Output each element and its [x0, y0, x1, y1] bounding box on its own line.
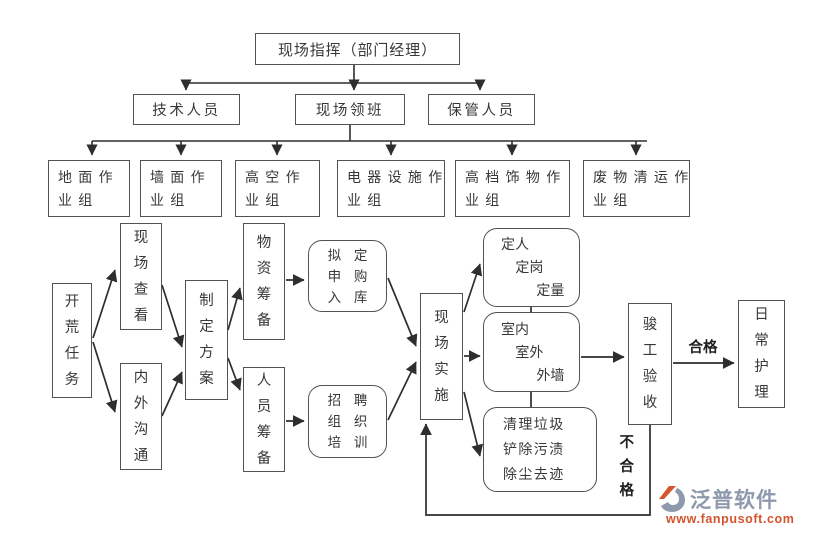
node-internal-external-communication: 内外沟通: [120, 363, 162, 470]
brand-name: 泛普软件: [690, 489, 778, 512]
brand-url: www.fanpusoft.com: [666, 512, 795, 526]
node-high-altitude-work-group: 高空作 业组: [235, 160, 320, 217]
node-wall-work-group: 墙面作 业组: [140, 160, 222, 217]
node-recruit-train: 招聘 组织 培训: [308, 385, 387, 458]
fail-feedback-path: [420, 423, 651, 516]
node-site-implementation: 现场实施: [420, 293, 463, 420]
fanpu-logo-icon: [659, 486, 685, 512]
node-site-inspection: 现场查看: [120, 223, 162, 330]
fanpu-watermark: 泛普软件 www.fanpusoft.com: [656, 484, 812, 536]
node-personnel-preparation: 人员筹备: [243, 367, 285, 472]
node-completion-acceptance: 骏工验收: [628, 303, 672, 425]
node-electrical-work-group: 电器设施作 业组: [337, 160, 445, 217]
node-decor-work-group: 高档饰物作 业组: [455, 160, 570, 217]
process-flow-arrows: [92, 263, 735, 516]
node-label: 现场领班: [315, 103, 385, 119]
node-ground-work-group: 地面作 业组: [48, 160, 130, 217]
fail-edge-label: 不合格: [619, 435, 634, 499]
node-storekeeper: 保管人员: [428, 94, 535, 125]
node-cleaning-tasks: 清理垃圾 铲除污渍 除尘去迹: [483, 407, 597, 492]
node-daily-care: 日常护理: [738, 300, 785, 408]
node-label: 现场指挥（部门经理）: [277, 41, 437, 59]
node-site-command: 现场指挥（部门经理）: [255, 33, 460, 65]
node-indoor-outdoor-walls: 室内 室外 外墙: [483, 312, 580, 392]
node-fixed-staff-post-quota: 定人 定岗 定量: [483, 228, 580, 307]
node-label: 技术人员: [152, 103, 221, 119]
node-technical-staff: 技术人员: [133, 94, 240, 125]
node-purchase-storage: 拟定 申购 入库: [308, 240, 387, 312]
node-waste-removal-group: 废物清运作 业组: [583, 160, 690, 217]
node-label: 保管人员: [447, 103, 516, 119]
node-cleanup-task: 开荒任务: [52, 283, 92, 398]
node-material-preparation: 物资筹备: [243, 223, 285, 340]
org-chart-connectors: [86, 65, 647, 156]
node-make-plan: 制定方案: [185, 280, 228, 400]
node-site-foreman: 现场领班: [295, 94, 405, 125]
pass-edge-label: 合格: [688, 340, 718, 356]
